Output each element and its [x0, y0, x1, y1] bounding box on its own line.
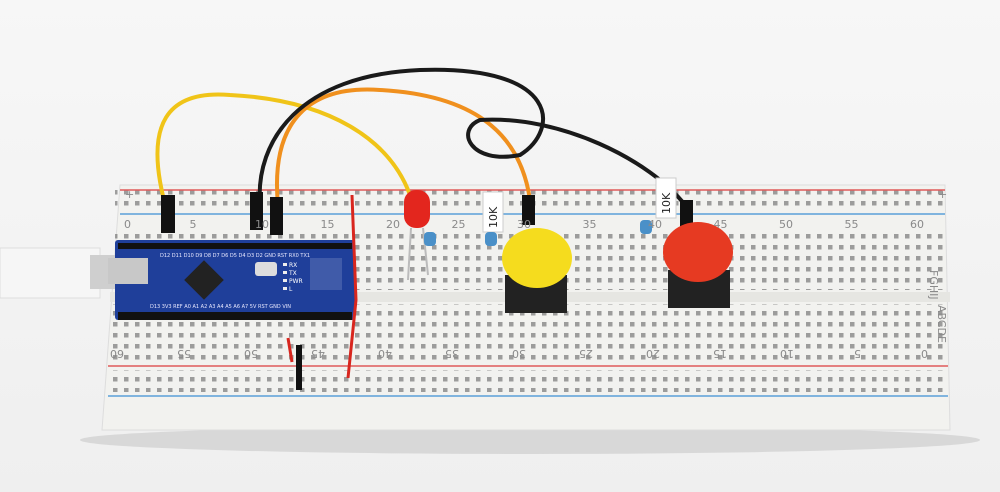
resistor-label: 10K	[660, 192, 673, 214]
shadow	[80, 426, 980, 454]
column-number: 50	[244, 347, 258, 360]
microcontroller-chip	[184, 260, 224, 300]
yellow-button-cap[interactable]	[502, 228, 572, 288]
column-number: 15	[713, 347, 727, 360]
wire-plug	[250, 192, 263, 230]
column-number: 45	[714, 218, 728, 231]
wire-plug	[161, 195, 175, 233]
top-column-numbers: 0 5 10 15 20 25 30 35 40 45 50 55 60	[124, 218, 924, 231]
column-number: 55	[177, 347, 191, 360]
column-number: 0	[921, 347, 928, 360]
row-letters-top: FGHIJ	[927, 270, 940, 300]
arduino-nano-board	[115, 240, 355, 320]
column-number: 10	[255, 218, 269, 231]
resistor	[424, 232, 436, 246]
red-jumper	[346, 194, 358, 379]
arduino-header-bottom	[118, 312, 352, 320]
black-jumper	[296, 345, 302, 390]
rail-plus-label: +	[938, 188, 947, 201]
red-jumper	[286, 337, 294, 363]
resistor-label: 10K	[487, 206, 500, 228]
status-led	[283, 287, 287, 290]
status-led	[283, 263, 287, 266]
red-button-cap[interactable]	[663, 222, 733, 282]
reset-button	[310, 258, 342, 290]
column-number: 0	[124, 218, 131, 231]
arduino-top-pin-labels: D12 D11 D10 D9 D8 D7 D6 D5 D4 D3 D2 GND …	[160, 253, 310, 259]
column-number: 10	[780, 347, 794, 360]
column-number: 40	[378, 347, 392, 360]
usb-cable	[0, 247, 101, 299]
resistor	[640, 220, 652, 234]
column-number: 5	[854, 347, 861, 360]
status-led	[283, 271, 287, 274]
column-number: 15	[321, 218, 335, 231]
resistor-label-tag	[655, 177, 677, 219]
led-label-l: L	[289, 286, 293, 293]
column-number: 25	[452, 218, 466, 231]
led-label-tx: TX	[288, 270, 297, 277]
column-number: 20	[646, 347, 660, 360]
row-letters-bottom: ABCDE	[935, 305, 948, 343]
black-wire	[257, 67, 687, 207]
mini-usb-port	[108, 258, 148, 284]
column-number: 60	[910, 218, 924, 231]
led-label-rx: RX	[289, 262, 297, 269]
yellow-wire	[155, 92, 412, 216]
wire-plug	[522, 195, 535, 225]
arduino-header-top	[118, 243, 352, 249]
column-number: 50	[779, 218, 793, 231]
rail-plus-label: +	[125, 188, 134, 201]
column-number: 60	[110, 347, 124, 360]
led-label-pwr: PWR	[289, 278, 303, 285]
column-number: 30	[517, 218, 531, 231]
bottom-power-rail	[108, 370, 948, 392]
column-number: 40	[648, 218, 662, 231]
column-number: 55	[845, 218, 859, 231]
column-number: 35	[445, 347, 459, 360]
red-led	[404, 190, 430, 228]
resistor	[485, 232, 497, 246]
orange-wire	[275, 87, 532, 206]
led-lead	[407, 227, 412, 281]
column-number: 25	[579, 347, 593, 360]
led-lead	[422, 227, 429, 276]
crystal	[255, 262, 277, 276]
column-number: 20	[386, 218, 400, 231]
wire-plug	[680, 200, 693, 228]
column-number: 5	[190, 218, 197, 231]
column-number: 45	[311, 347, 325, 360]
status-led	[283, 279, 287, 282]
wire-plug	[270, 197, 283, 235]
column-number: 35	[583, 218, 597, 231]
arduino-bottom-pin-labels: D13 3V3 REF A0 A1 A2 A3 A4 A5 A6 A7 5V R…	[150, 304, 291, 310]
column-number: 30	[512, 347, 526, 360]
